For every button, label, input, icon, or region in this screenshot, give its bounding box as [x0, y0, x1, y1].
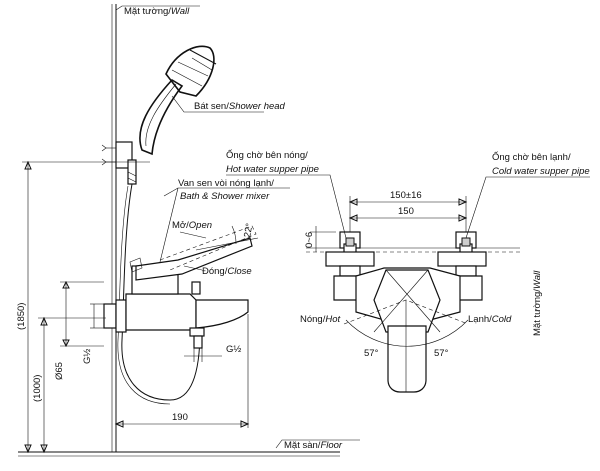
wall-top-label: Mặt tường/Wall	[124, 6, 190, 17]
mixer-label-en: Bath & Shower mixer	[180, 191, 270, 202]
span-150-tol-label: 150±16	[390, 190, 422, 201]
g-half-vertical-label: G½	[82, 349, 93, 364]
mixer-label: Van sen vòi nóng lạnh/	[178, 178, 274, 189]
floor-line	[18, 451, 340, 457]
floor-label: Mặt sàn/Floor	[284, 440, 343, 451]
angle-22-label: 22°	[242, 222, 255, 238]
hot-pipe-label-en: Hot water supper pipe	[226, 164, 319, 175]
height-1850-label: (1850)	[16, 303, 27, 330]
mixer-handle-top-view	[355, 267, 461, 393]
span-150-label: 150	[398, 206, 414, 217]
shower-head-label: Bát sen/Shower head	[194, 101, 286, 112]
hot-pipe-fitting	[325, 231, 375, 277]
angle-57-left-label: 57°	[364, 348, 379, 359]
cold-pipe-label: Ống chờ bên lạnh/	[492, 151, 571, 163]
cold-pipe-fitting	[437, 231, 487, 277]
open-label: Mở/Open	[172, 220, 212, 231]
wall-line	[111, 4, 117, 452]
shower-hose	[121, 183, 201, 401]
cold-pipe-label-en: Cold water supper pipe	[492, 166, 590, 177]
mixer-side-view	[103, 225, 257, 349]
offset-0-6-label: 0~6	[304, 232, 315, 248]
hot-label: Nóng/Hot	[300, 314, 341, 325]
close-label: Đóng/Close	[202, 266, 252, 277]
wall-bracket	[101, 141, 137, 185]
hot-pipe-label: Ống chờ bên nóng/	[226, 149, 308, 161]
height-1000-label: (1000)	[32, 375, 43, 402]
diameter-65-label: Ø65	[54, 362, 65, 380]
wall-side-label: Mặt tường/Wall	[532, 270, 543, 336]
shower-head-icon	[139, 45, 217, 156]
angle-57-right-label: 57°	[434, 348, 449, 359]
depth-190-label: 190	[172, 412, 188, 423]
g-half-horizontal-label: G½	[226, 344, 241, 355]
cold-label: Lạnh/Cold	[468, 314, 512, 325]
